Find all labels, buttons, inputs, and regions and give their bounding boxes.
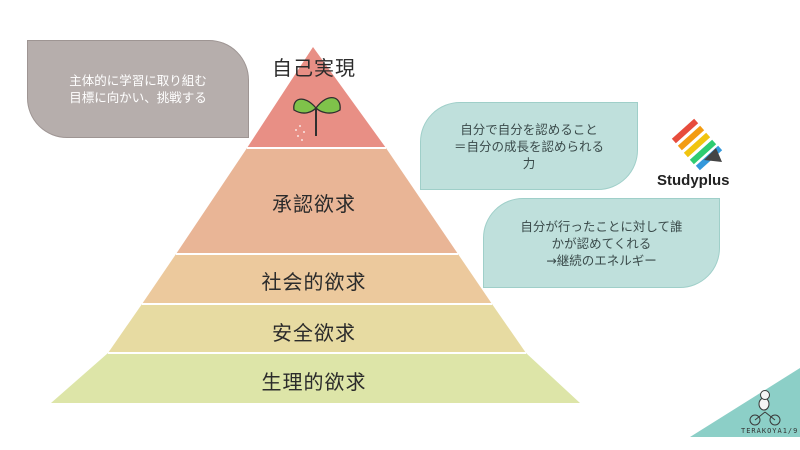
pencil-rainbow-icon <box>671 118 723 171</box>
tier-label-self-actualization: 自己実現 <box>272 56 356 80</box>
callout-esteem-self-text: 自分で自分を認めること ＝自分の成長を認められる 力 <box>453 121 604 171</box>
tier-physiological <box>51 353 580 403</box>
corner-triangle <box>690 368 800 437</box>
otter-bicycle-icon <box>749 390 781 426</box>
callout-self-actualization-text: 主体的に学習に取り組む 目標に向かい、挑戦する <box>69 73 207 105</box>
callout-self-actualization: 主体的に学習に取り組む 目標に向かい、挑戦する <box>27 40 249 138</box>
terakoya-label: TERAKOYA1/9 <box>741 427 799 435</box>
studyplus-logo-text: Studyplus <box>657 172 730 189</box>
tier-label-social: 社会的欲求 <box>261 270 367 294</box>
callout-esteem-others: 自分が行ったことに対して誰 かが認めてくれる →継続のエネルギー <box>483 198 720 288</box>
tier-safety <box>108 304 526 353</box>
tier-label-safety: 安全欲求 <box>272 321 356 345</box>
tier-esteem <box>176 148 458 254</box>
tier-label-physiological: 生理的欲求 <box>261 370 367 394</box>
callout-esteem-self: 自分で自分を認めること ＝自分の成長を認められる 力 <box>420 102 638 190</box>
tier-self-actualization <box>247 47 386 148</box>
tier-social <box>142 254 492 304</box>
seedling-icon <box>293 97 341 141</box>
callout-esteem-others-text: 自分が行ったことに対して誰 かが認めてくれる →継続のエネルギー <box>520 218 683 268</box>
tier-label-esteem: 承認欲求 <box>272 192 356 216</box>
